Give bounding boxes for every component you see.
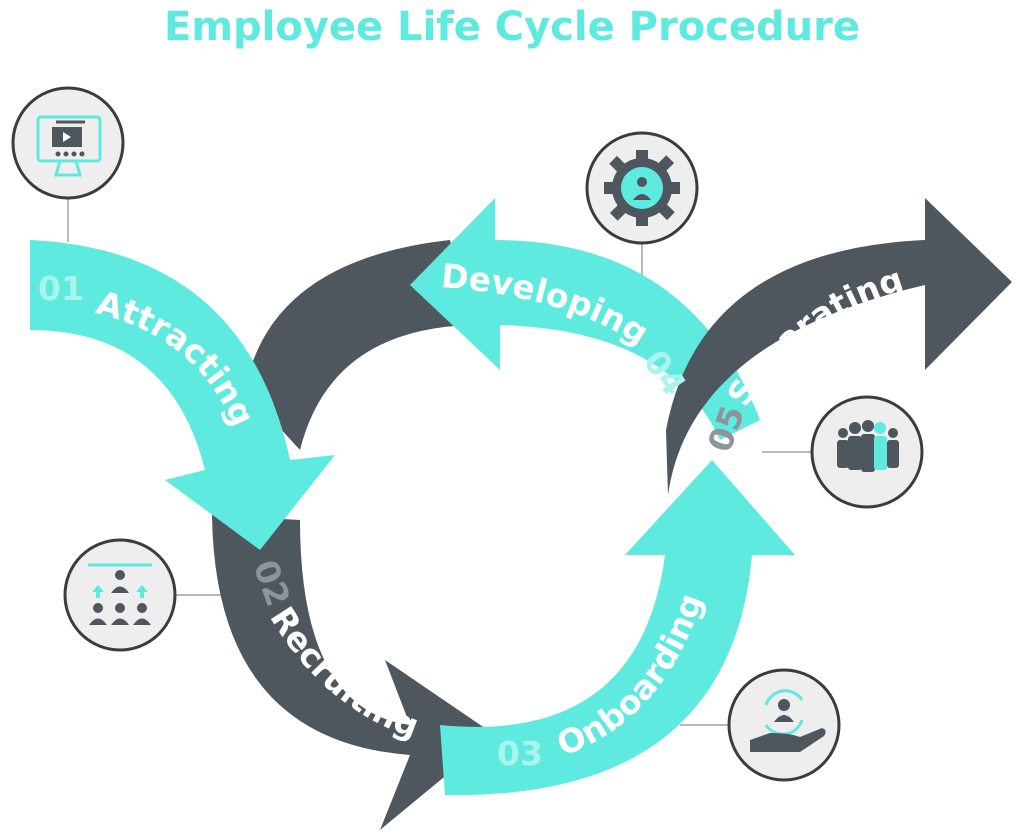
arrow-separating: [666, 198, 1012, 495]
arrow-developing: [410, 198, 760, 440]
people-group-icon: [810, 395, 924, 509]
gear-person-icon: [585, 131, 699, 245]
arrow-onboarding: [440, 460, 795, 796]
page-title: Employee Life Cycle Procedure: [164, 4, 860, 50]
arrow-developing-back: [245, 240, 470, 450]
hand-person-icon: [727, 668, 841, 782]
stage-number-01: 01: [38, 269, 84, 308]
stage-number-03: 03: [497, 734, 543, 773]
monitor-video-icon: [11, 86, 125, 200]
team-hierarchy-icon: [63, 538, 177, 652]
arrow-recruiting: [212, 515, 495, 830]
arrow-attracting: [30, 240, 335, 550]
